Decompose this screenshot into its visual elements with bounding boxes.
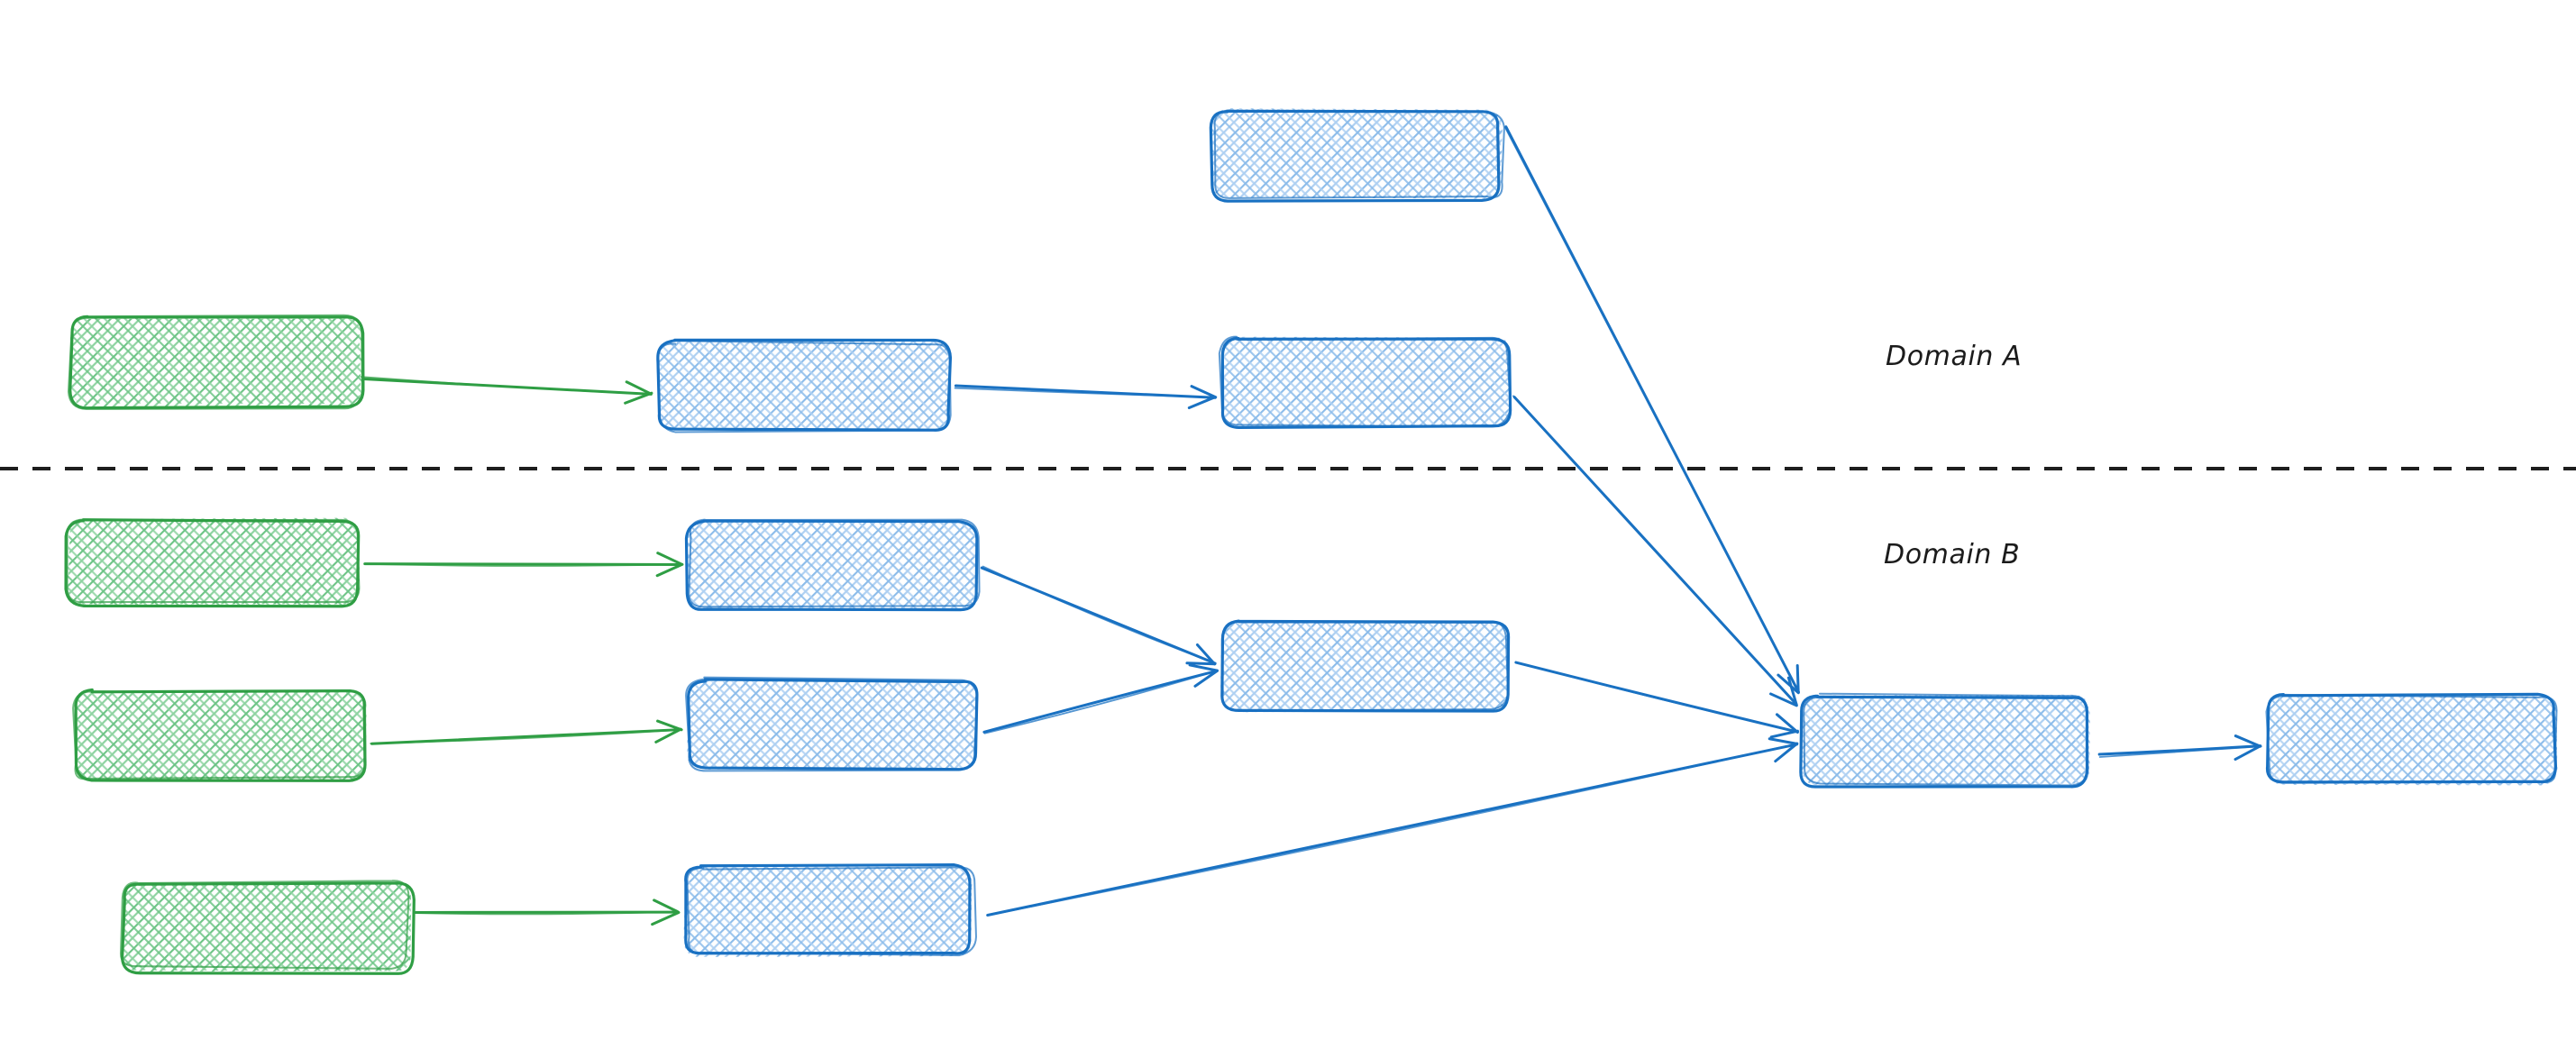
edge-b-src3-to-b-proc3 — [414, 898, 681, 926]
domain-b-aggregate-node[interactable] — [1799, 692, 2090, 789]
domain-a-source-node-1[interactable] — [67, 314, 365, 410]
edge-b-src2-to-b-proc2 — [370, 719, 683, 745]
edge-b-proc3-to-b-hub2 — [986, 737, 1799, 917]
domain-a-process-node-2[interactable] — [1218, 335, 1512, 430]
domain-a-top-node[interactable] — [1209, 108, 1505, 203]
edge-b-proc2-to-b-hub1 — [982, 663, 1219, 734]
domain-b-source-node-3[interactable] — [120, 880, 416, 975]
edge-b-proc1-to-b-hub1 — [980, 565, 1217, 666]
domain-b-process-node-3[interactable] — [683, 863, 977, 957]
edge-b-hub1-to-b-hub2 — [1514, 661, 1799, 739]
domain-b-process-node-1[interactable] — [684, 518, 981, 612]
edge-b-src1-to-b-proc1 — [363, 552, 684, 578]
edge-a-src1-to-a-proc1 — [360, 376, 653, 405]
domain-b-output-node[interactable] — [2265, 692, 2558, 786]
edge-a-top-to-b-hub2 — [1504, 125, 1800, 695]
domain-a-label: Domain A — [1886, 341, 2022, 372]
domain-a-process-node-1[interactable] — [656, 338, 953, 433]
edge-a-proc2-to-b-hub2 — [1512, 395, 1798, 707]
edge-layer — [360, 125, 2262, 926]
domain-b-merge-node[interactable] — [1220, 619, 1511, 713]
edge-b-hub2-to-b-out — [2097, 734, 2262, 762]
domain-b-label: Domain B — [1884, 539, 2020, 570]
domain-b-process-node-2[interactable] — [685, 676, 979, 772]
domain-b-source-node-1[interactable] — [64, 517, 361, 608]
edge-a-proc1-to-a-proc2 — [954, 384, 1218, 410]
domain-b-source-node-2[interactable] — [72, 688, 367, 782]
node-layer — [64, 108, 2558, 975]
